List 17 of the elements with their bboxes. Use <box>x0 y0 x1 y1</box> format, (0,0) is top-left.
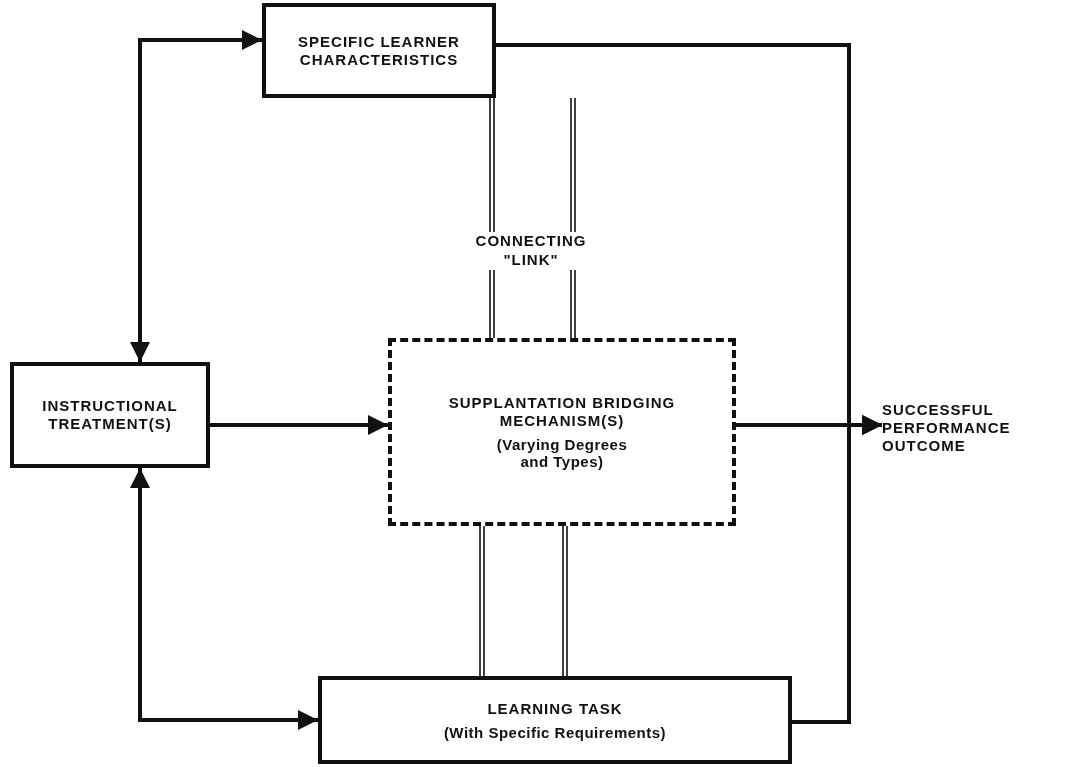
node-subtext: (With Specific Requirements) <box>443 723 667 741</box>
process-box <box>10 362 210 468</box>
process-box <box>262 3 496 98</box>
dashed-process-box <box>388 338 736 526</box>
node-heading: SUPPLANTATION BRIDGING MECHANISM(S) <box>447 394 677 430</box>
double-line-connector <box>562 525 568 677</box>
double-line-connector <box>479 525 485 677</box>
outcome-text: SUCCESSFUL PERFORMANCE OUTCOME <box>882 401 1012 455</box>
arrow <box>130 30 262 362</box>
node-subtext: (Varying Degrees and Types) <box>495 436 629 470</box>
arrow <box>210 415 388 435</box>
arrow <box>792 415 882 724</box>
node-heading: INSTRUCTIONAL TREATMENT(S) <box>41 397 179 433</box>
process-box <box>318 676 792 764</box>
node-heading: LEARNING TASK <box>487 699 623 718</box>
node-heading: SPECIFIC LEARNER CHARACTERISTICS <box>297 32 461 69</box>
arrow <box>130 468 318 730</box>
